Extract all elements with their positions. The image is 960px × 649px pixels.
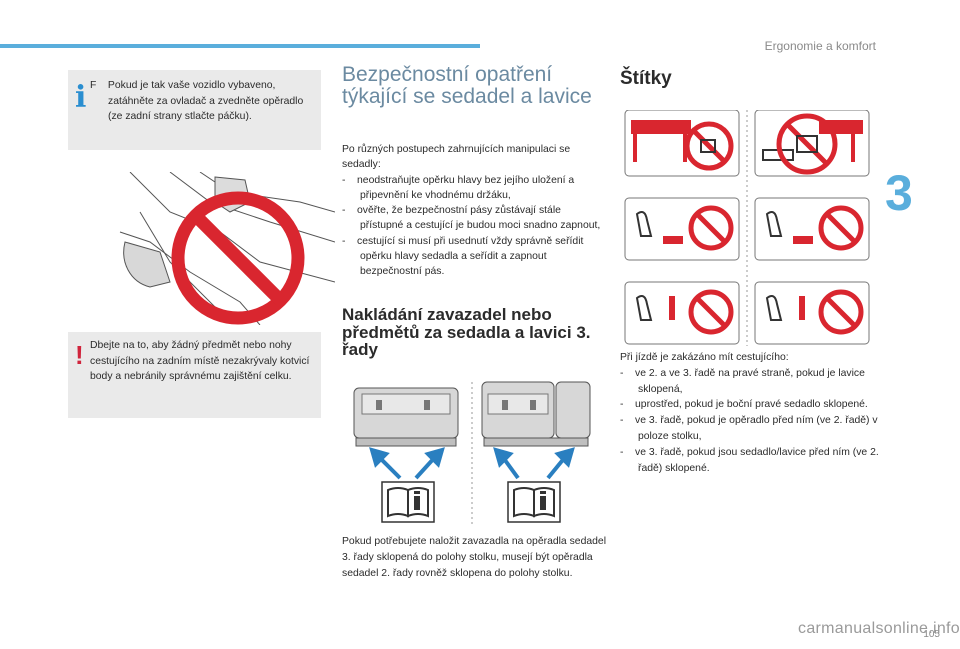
chapter-number: 3 (885, 165, 913, 221)
warning-text: Dbejte na to, aby žádný předmět nebo noh… (90, 340, 310, 382)
labels-bullet: - ve 3. řadě, pokud jsou sedadlo/lavice … (620, 446, 879, 474)
label-pictogram-1 (624, 110, 740, 177)
warning-icon: ! (75, 340, 84, 370)
safety-bullet: - neodstraňujte opěrku hlavy bez jejího … (342, 174, 575, 201)
loading-heading: Nakládání zavazadel nebo předmětů za sed… (342, 305, 591, 359)
manual-icon-right (507, 481, 561, 523)
labels-intro: Při jízdě je zakázáno mít cestujícího: (620, 352, 789, 363)
label-pictogram-4 (754, 197, 870, 261)
watermark: carmanualsonline.info (798, 620, 960, 637)
top-accent-bar (0, 44, 480, 48)
label-pictogram-5 (624, 281, 740, 345)
labels-body: Při jízdě je zakázáno mít cestujícího: -… (620, 350, 882, 476)
info-marker: F (90, 80, 97, 91)
safety-intro: Po různých postupech zahrnujících manipu… (342, 144, 571, 171)
safety-heading: Bezpečnostní opatření týkající se sedade… (342, 63, 592, 108)
info-text-block: F Pokud je tak vaše vozidlo vybaveno, za… (90, 78, 312, 125)
labels-heading: Štítky (620, 68, 672, 89)
foot-illustration (123, 241, 171, 288)
safety-bullet: - ověřte, že bezpečnostní pásy zůstávají… (342, 205, 601, 232)
label-pictogram-2 (754, 110, 870, 177)
labels-bullet: - ve 2. a ve 3. řadě na pravé straně, po… (620, 367, 865, 395)
info-text: Pokud je tak vaše vozidlo vybaveno, zatá… (107, 80, 304, 122)
anchor-prohibition-illustration (119, 172, 335, 325)
label-pictogram-6 (754, 281, 870, 345)
labels-bullet: - uprostřed, pokud je boční pravé sedadl… (620, 399, 868, 411)
warning-box: ! Dbejte na to, aby žádný předmět nebo n… (68, 332, 321, 418)
loading-text: Pokud potřebujete naložit zavazadla na o… (342, 536, 606, 579)
prohibition-circle (171, 191, 305, 325)
safety-body: Po různých postupech zahrnujících manipu… (342, 142, 607, 280)
labels-bullet: - ve 3. řadě, pokud je opěradlo před ním… (620, 415, 878, 442)
manual-icon-left (381, 481, 435, 523)
safety-bullet: - cestující si musí při usednutí vždy sp… (342, 235, 584, 278)
section-name: Ergonomie a komfort (764, 39, 876, 53)
prohibition-slash (191, 211, 285, 305)
page-number: 105 (923, 629, 940, 640)
info-icon: i (75, 80, 87, 115)
seat-loading-illustration (353, 381, 591, 526)
label-pictogram-3 (624, 197, 740, 261)
info-paragraph: F Pokud je tak vaše vozidlo vybaveno, za… (90, 78, 312, 125)
info-box: i F Pokud je tak vaše vozidlo vybaveno, … (68, 70, 321, 150)
label-pictograms (624, 110, 870, 346)
